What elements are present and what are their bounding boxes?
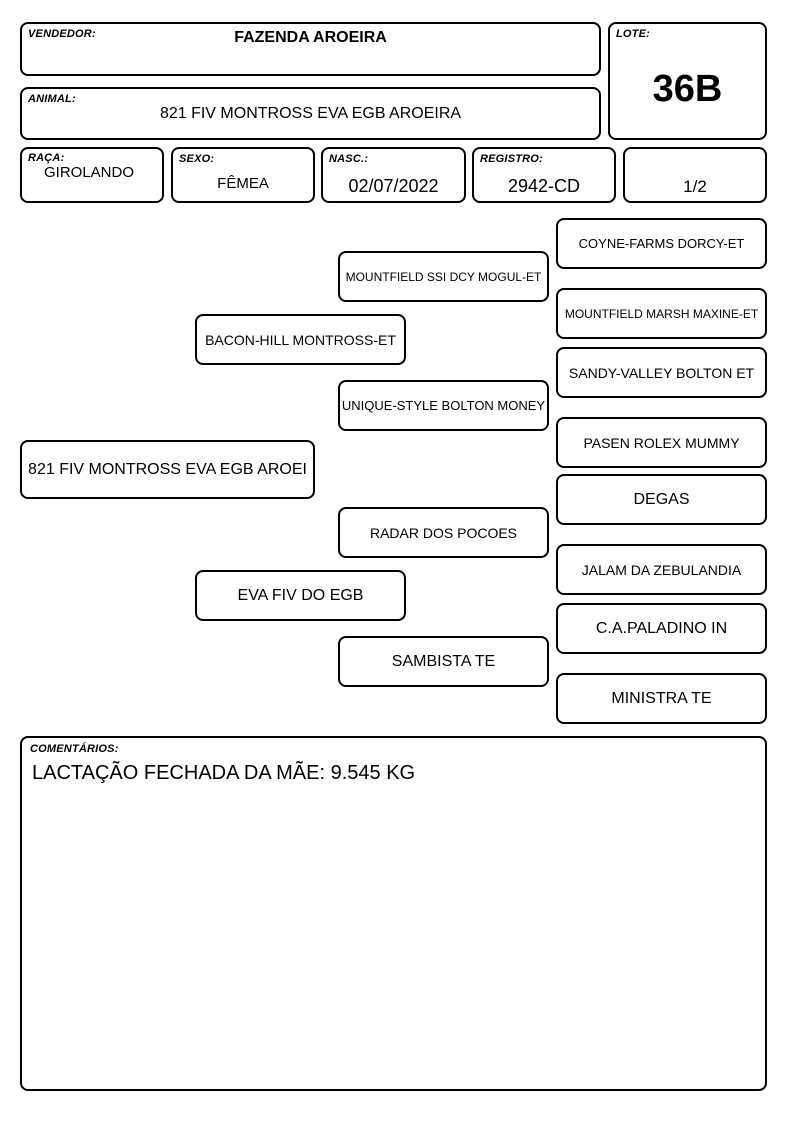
- pedigree-ggp-7: C.A.PALADINO IN: [556, 603, 767, 654]
- registro-label: REGISTRO:: [480, 153, 543, 165]
- pedigree-ggp-2: MOUNTFIELD MARSH MAXINE-ET: [556, 288, 767, 339]
- animal-label: ANIMAL:: [28, 93, 76, 105]
- lote-box: LOTE: 36B: [608, 22, 767, 140]
- lote-label: LOTE:: [616, 28, 650, 40]
- registro-box: REGISTRO: 2942-CD: [472, 147, 616, 203]
- pedigree-dam-sire: RADAR DOS POCOES: [338, 507, 549, 558]
- pedigree-sire-sire: MOUNTFIELD SSI DCY MOGUL-ET: [338, 251, 549, 302]
- pedigree-dam-dam: SAMBISTA TE: [338, 636, 549, 687]
- pedigree-ggp-6: JALAM DA ZEBULANDIA: [556, 544, 767, 595]
- vendedor-box: VENDEDOR: FAZENDA AROEIRA: [20, 22, 601, 76]
- sexo-box: SEXO: FÊMEA: [171, 147, 315, 203]
- pedigree-dam: EVA FIV DO EGB: [195, 570, 406, 621]
- pedigree-ggp-5: DEGAS: [556, 474, 767, 525]
- comments-text: LACTAÇÃO FECHADA DA MÃE: 9.545 KG: [32, 762, 416, 784]
- page-box: 1/2: [623, 147, 767, 203]
- pedigree-ggp-4: PASEN ROLEX MUMMY: [556, 417, 767, 468]
- pedigree-sire-dam: UNIQUE-STYLE BOLTON MONEY: [338, 380, 549, 431]
- pedigree-ggp-8: MINISTRA TE: [556, 673, 767, 724]
- registro-value: 2942-CD: [507, 176, 581, 196]
- pedigree-ggp-3: SANDY-VALLEY BOLTON ET: [556, 347, 767, 398]
- lote-value: 36B: [652, 68, 723, 110]
- animal-box: ANIMAL: 821 FIV MONTROSS EVA EGB AROEIRA: [20, 87, 601, 140]
- nasc-label: NASC.:: [329, 153, 369, 165]
- comments-box: COMENTÁRIOS: LACTAÇÃO FECHADA DA MÃE: 9.…: [20, 736, 767, 1091]
- pedigree-sire: BACON-HILL MONTROSS-ET: [195, 314, 406, 365]
- animal-value: 821 FIV MONTROSS EVA EGB AROEIRA: [159, 105, 462, 122]
- raca-value: GIROLANDO: [43, 164, 134, 181]
- pedigree-ggp-1: COYNE-FARMS DORCY-ET: [556, 218, 767, 269]
- page-number: 1/2: [683, 177, 707, 196]
- sexo-value: FÊMEA: [217, 175, 269, 192]
- vendedor-value: FAZENDA AROEIRA: [234, 29, 387, 46]
- nasc-value: 02/07/2022: [348, 176, 439, 196]
- raca-label: RAÇA:: [28, 152, 65, 164]
- nasc-box: NASC.: 02/07/2022: [321, 147, 466, 203]
- comments-label: COMENTÁRIOS:: [30, 743, 119, 755]
- raca-box: RAÇA: GIROLANDO: [20, 147, 164, 203]
- pedigree-animal: 821 FIV MONTROSS EVA EGB AROEI: [20, 440, 315, 499]
- vendedor-label: VENDEDOR:: [28, 28, 96, 40]
- sexo-label: SEXO:: [179, 153, 215, 165]
